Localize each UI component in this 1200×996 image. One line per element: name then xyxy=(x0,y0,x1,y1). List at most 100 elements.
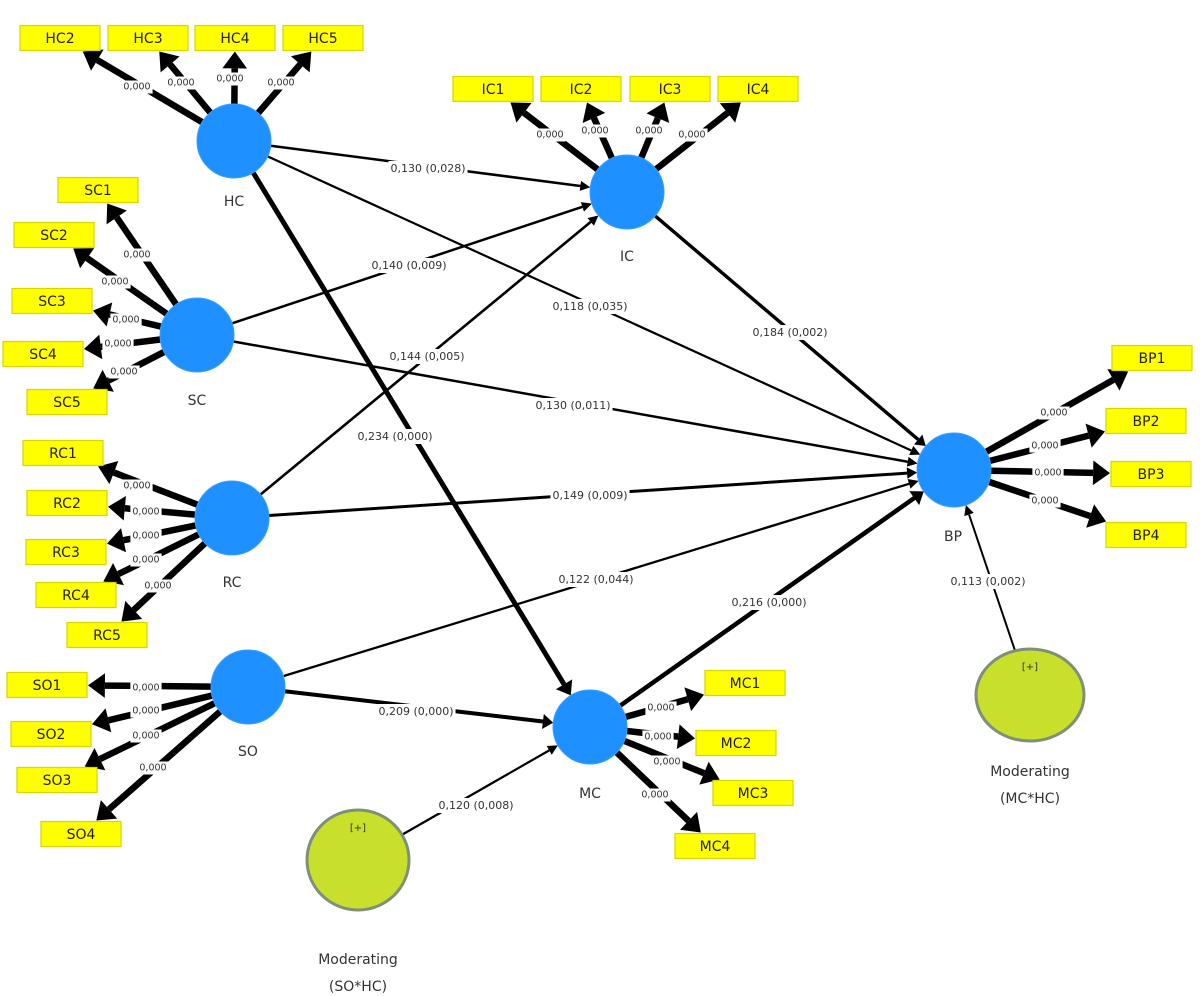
indicator-box[interactable] xyxy=(57,176,139,204)
indicator-mc1[interactable]: MC1 xyxy=(704,669,786,697)
loading-arrow-ic3-line xyxy=(638,116,661,160)
indicator-ic3[interactable]: IC3 xyxy=(629,75,711,103)
indicator-box[interactable] xyxy=(19,24,101,52)
indicator-box[interactable] xyxy=(66,621,148,649)
indicator-box[interactable] xyxy=(107,24,189,52)
indicator-mc4[interactable]: MC4 xyxy=(674,832,756,860)
indicator-hc2[interactable]: HC2 xyxy=(19,24,101,52)
indicator-so1[interactable]: SO1 xyxy=(6,671,88,699)
indicator-box[interactable] xyxy=(22,439,104,467)
indicator-box[interactable] xyxy=(2,340,84,368)
indicator-box[interactable] xyxy=(1105,521,1187,549)
indicator-box[interactable] xyxy=(13,221,95,249)
indicator-box[interactable] xyxy=(674,832,756,860)
indicator-box[interactable] xyxy=(26,388,108,416)
indicator-box[interactable] xyxy=(16,766,98,794)
indicator-box[interactable] xyxy=(194,24,276,52)
moderator-ellipse-icon[interactable] xyxy=(305,808,411,912)
loading-value-so2: 0,000 xyxy=(132,706,159,717)
path-coefficient-hc-ic-group: 0,130 (0,028) xyxy=(388,161,468,176)
construct-circle-icon[interactable] xyxy=(196,103,272,179)
moderator-mod1[interactable]: [+]Moderating(SO*HC) xyxy=(305,808,411,995)
indicator-box[interactable] xyxy=(10,720,92,748)
indicator-box[interactable] xyxy=(629,75,711,103)
loading-arrow-ic2-line xyxy=(590,116,615,160)
indicator-mc3[interactable]: MC3 xyxy=(712,779,794,807)
construct-mc[interactable]: MC xyxy=(552,689,628,802)
indicator-ic2[interactable]: IC2 xyxy=(540,75,622,103)
indicator-bp4[interactable]: BP4 xyxy=(1105,521,1187,549)
indicator-rc2[interactable]: RC2 xyxy=(26,489,108,517)
indicator-label: HC3 xyxy=(133,31,162,47)
indicator-box[interactable] xyxy=(282,24,364,52)
construct-so[interactable]: SO xyxy=(210,649,286,760)
indicator-box[interactable] xyxy=(25,538,107,566)
construct-sc[interactable]: SC xyxy=(159,297,235,409)
indicator-sc5[interactable]: SC5 xyxy=(26,388,108,416)
loading-value-sc3-background xyxy=(110,313,142,327)
indicator-so2[interactable]: SO2 xyxy=(10,720,92,748)
indicator-box[interactable] xyxy=(35,581,117,609)
indicator-box[interactable] xyxy=(11,287,93,315)
loading-arrow-ic4-arrowhead-icon xyxy=(719,102,741,123)
indicator-box[interactable] xyxy=(26,489,108,517)
indicator-box[interactable] xyxy=(540,75,622,103)
indicator-box[interactable] xyxy=(1110,460,1192,488)
construct-circle-icon[interactable] xyxy=(194,480,270,556)
indicator-box[interactable] xyxy=(40,820,122,848)
indicator-bp1[interactable]: BP1 xyxy=(1111,344,1193,372)
construct-circle-icon[interactable] xyxy=(159,297,235,373)
expand-badge-icon[interactable]: [+] xyxy=(350,823,366,834)
indicator-so3[interactable]: SO3 xyxy=(16,766,98,794)
indicator-bp2[interactable]: BP2 xyxy=(1105,407,1187,435)
indicator-sc3[interactable]: SC3 xyxy=(11,287,93,315)
loading-value-so4: 0,000 xyxy=(139,763,166,774)
indicator-label: RC5 xyxy=(93,628,121,644)
loading-arrow-ic3-arrowhead-icon xyxy=(646,102,670,123)
indicator-hc5[interactable]: HC5 xyxy=(282,24,364,52)
indicator-box[interactable] xyxy=(695,729,777,757)
path-coefficient-so-mc: 0,209 (0,000) xyxy=(378,705,453,718)
indicator-sc1[interactable]: SC1 xyxy=(57,176,139,204)
indicator-sc4[interactable]: SC4 xyxy=(2,340,84,368)
indicator-label: HC4 xyxy=(220,31,249,47)
indicator-rc4[interactable]: RC4 xyxy=(35,581,117,609)
loading-arrow-rc4-arrowhead-icon xyxy=(103,562,124,586)
indicator-sc2[interactable]: SC2 xyxy=(13,221,95,249)
indicator-hc3[interactable]: HC3 xyxy=(107,24,189,52)
construct-circle-icon[interactable] xyxy=(916,432,992,508)
construct-ic[interactable]: IC xyxy=(589,154,665,265)
indicator-rc3[interactable]: RC3 xyxy=(25,538,107,566)
indicator-box[interactable] xyxy=(1105,407,1187,435)
moderator-mod2[interactable]: [+]Moderating(MC*HC) xyxy=(974,647,1086,807)
loading-value-rc1-background xyxy=(121,479,153,493)
construct-circle-icon[interactable] xyxy=(210,649,286,725)
construct-rc[interactable]: RC xyxy=(194,480,270,591)
loading-value-sc2: 0,000 xyxy=(101,277,128,288)
construct-circle-icon[interactable] xyxy=(552,689,628,765)
moderator-label-line2: (SO*HC) xyxy=(329,979,387,995)
moderator-ellipse-icon[interactable] xyxy=(974,647,1086,743)
indicator-ic1[interactable]: IC1 xyxy=(452,75,534,103)
indicator-box[interactable] xyxy=(1111,344,1193,372)
loading-value-rc5: 0,000 xyxy=(144,581,171,592)
indicator-ic4[interactable]: IC4 xyxy=(717,75,799,103)
construct-circle-icon[interactable] xyxy=(589,154,665,230)
indicator-bp3[interactable]: BP3 xyxy=(1110,460,1192,488)
indicator-box[interactable] xyxy=(704,669,786,697)
construct-bp[interactable]: BP xyxy=(916,432,992,545)
indicator-rc1[interactable]: RC1 xyxy=(22,439,104,467)
loading-value-rc2-background xyxy=(130,505,162,519)
construct-hc[interactable]: HC xyxy=(196,103,272,210)
indicator-box[interactable] xyxy=(6,671,88,699)
indicator-box[interactable] xyxy=(712,779,794,807)
indicator-box[interactable] xyxy=(717,75,799,103)
expand-badge-icon[interactable]: [+] xyxy=(1022,662,1038,673)
indicator-hc4[interactable]: HC4 xyxy=(194,24,276,52)
indicator-rc5[interactable]: RC5 xyxy=(66,621,148,649)
loading-value-sc5-group: 0,000 xyxy=(108,365,140,379)
indicator-box[interactable] xyxy=(452,75,534,103)
loading-value-rc1-group: 0,000 xyxy=(121,479,153,493)
indicator-so4[interactable]: SO4 xyxy=(40,820,122,848)
indicator-mc2[interactable]: MC2 xyxy=(695,729,777,757)
